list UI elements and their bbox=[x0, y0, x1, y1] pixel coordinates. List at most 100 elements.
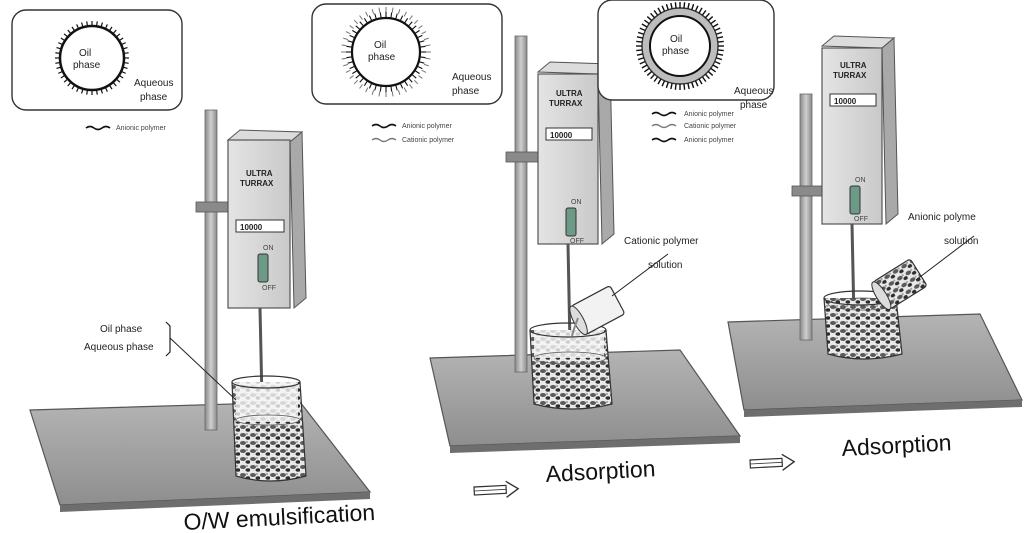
polymer-strand bbox=[650, 12, 656, 19]
polymer-strand bbox=[123, 52, 129, 55]
droplet-label: Oil bbox=[670, 34, 682, 45]
anionic-polymer-icon bbox=[651, 111, 677, 117]
stand-pole bbox=[799, 93, 813, 341]
polymer-strand bbox=[359, 77, 365, 83]
polymer-strand bbox=[683, 83, 686, 90]
polymer-strand bbox=[63, 33, 69, 38]
polymer-strand bbox=[371, 89, 375, 95]
pouring-stream bbox=[571, 317, 579, 337]
polymer-strand bbox=[418, 61, 425, 64]
polymer-strand bbox=[378, 91, 381, 97]
anionic-polymer-icon bbox=[651, 137, 677, 143]
polymer-strand bbox=[419, 45, 426, 48]
brand-label: ULTRA bbox=[556, 89, 583, 98]
polymer-strand bbox=[397, 9, 401, 15]
polymer-strand bbox=[391, 91, 394, 97]
polymer-strand bbox=[704, 73, 710, 80]
polymer-strand bbox=[349, 34, 356, 39]
legend-item: Anionic polymer bbox=[684, 111, 734, 118]
polymer-strand bbox=[650, 73, 656, 80]
power-switch bbox=[849, 185, 861, 215]
brand-label: ULTRA bbox=[840, 61, 867, 70]
polymer-strand bbox=[67, 81, 72, 87]
cationic-polymer-icon bbox=[651, 123, 677, 129]
polymer-strand bbox=[346, 45, 353, 48]
polymer-strand bbox=[653, 9, 659, 16]
polymer-strand bbox=[423, 63, 429, 67]
polymer-strand bbox=[687, 83, 690, 90]
polymer-strand bbox=[701, 9, 707, 16]
polymer-strand bbox=[122, 66, 128, 69]
polymer-strand bbox=[71, 84, 76, 90]
polymer-strand bbox=[390, 85, 393, 92]
polymer-strand bbox=[108, 84, 113, 90]
medium-label: Aqueous bbox=[734, 86, 773, 97]
brand-label: TURRAX bbox=[240, 179, 274, 188]
polymer-strand bbox=[112, 29, 117, 35]
polymer-strand bbox=[421, 69, 427, 73]
polymer-strand bbox=[378, 7, 381, 13]
droplet-label: phase bbox=[73, 60, 101, 71]
polymer-strand bbox=[341, 57, 347, 60]
polymer-strand bbox=[349, 25, 354, 29]
legend-item: Cationic polymer bbox=[402, 137, 455, 144]
polymer-strand bbox=[104, 24, 108, 30]
polymer-strand bbox=[100, 22, 103, 28]
polymer-strand bbox=[637, 57, 645, 61]
polymer-strand bbox=[707, 16, 714, 22]
brand-label: ULTRA bbox=[246, 169, 273, 178]
polymer-strand bbox=[355, 25, 361, 31]
polymer-strand bbox=[115, 78, 121, 83]
polymer-strand bbox=[425, 44, 431, 47]
polymer-strand bbox=[341, 44, 347, 47]
polymer-strand bbox=[674, 2, 677, 9]
power-switch bbox=[565, 207, 577, 237]
callout-line: solution bbox=[944, 236, 978, 247]
polymer-strand bbox=[120, 42, 126, 46]
polymer-strand bbox=[714, 60, 721, 65]
polymer-strand bbox=[345, 31, 351, 35]
base-plate bbox=[29, 401, 372, 506]
polymer-strand bbox=[374, 84, 377, 91]
polymer-strand bbox=[407, 21, 413, 27]
polymer-strand bbox=[352, 69, 358, 75]
polymer-strand bbox=[701, 76, 707, 83]
solution-callout: Anionic polyme solution bbox=[908, 212, 978, 281]
polymer-strand bbox=[349, 65, 356, 70]
brand-label: TURRAX bbox=[549, 99, 583, 108]
polymer-strand bbox=[352, 29, 358, 35]
polymer-strand bbox=[345, 69, 351, 73]
polymer-strand bbox=[639, 27, 646, 32]
polymer-strand bbox=[698, 78, 703, 85]
polymer-strand bbox=[717, 53, 724, 56]
polymer-strand bbox=[674, 83, 677, 90]
polymer-strand bbox=[60, 37, 66, 42]
callout-line: solution bbox=[648, 260, 682, 271]
polymer-strand bbox=[359, 21, 365, 27]
polymer-strand bbox=[414, 69, 420, 75]
polymer-strand bbox=[379, 85, 382, 92]
droplet-label: Oil bbox=[374, 40, 386, 51]
polymer-strand bbox=[670, 2, 673, 9]
polymer-strand bbox=[81, 22, 84, 28]
polymer-strand bbox=[414, 29, 420, 35]
polymer-strand bbox=[108, 26, 113, 32]
polymer-strand bbox=[425, 57, 431, 60]
panel-1: Oil phase Aqueous phase Anionic polymer … bbox=[11, 9, 520, 533]
callout-line: Oil phase bbox=[100, 324, 143, 335]
polymer-strand bbox=[683, 2, 686, 9]
double-arrow-right-icon bbox=[749, 453, 796, 471]
pouring-cup bbox=[871, 259, 927, 310]
speed-value: 10000 bbox=[834, 97, 857, 106]
polymer-strand bbox=[118, 74, 124, 79]
polymer-strand bbox=[63, 78, 69, 83]
polymer-strand bbox=[710, 67, 717, 73]
beaker bbox=[231, 375, 307, 482]
polymer-strand bbox=[58, 42, 64, 46]
polymer-strand bbox=[411, 73, 417, 79]
polymer-strand bbox=[407, 77, 413, 83]
phase-callout: Oil phase Aqueous phase bbox=[84, 321, 237, 401]
polymer-strand bbox=[419, 56, 426, 59]
